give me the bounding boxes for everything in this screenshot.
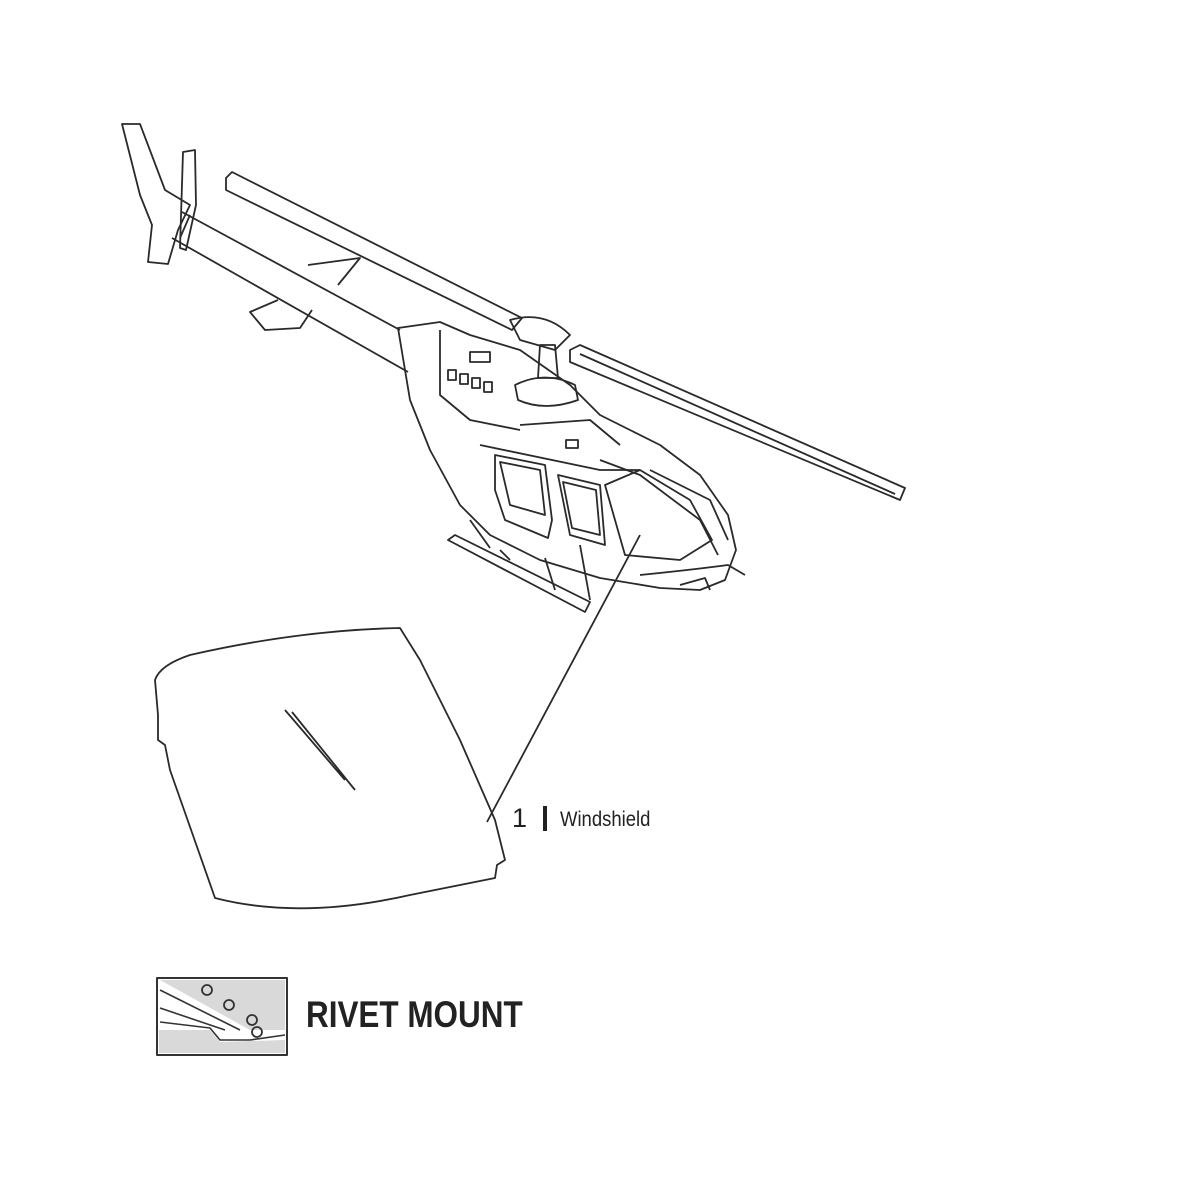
tail-boom (171, 211, 409, 373)
rivet-mount-icon (156, 977, 288, 1056)
engine-housing (509, 316, 579, 407)
callout-number: 1 (512, 803, 528, 833)
callout-divider (543, 806, 547, 831)
mount-type-label: RIVET MOUNT (306, 994, 523, 1035)
tail-fin (121, 123, 197, 265)
main-rotor-blade-front (569, 344, 906, 501)
callout-leader-line (486, 534, 641, 823)
nose (639, 564, 746, 591)
horizontal-stabilizer (249, 257, 361, 331)
windshield-part (154, 627, 506, 910)
main-rotor-blade-rear (225, 171, 523, 331)
fuselage (397, 321, 737, 591)
landing-skids (447, 519, 591, 613)
cabin-doors (494, 454, 606, 546)
part-name-label: Windshield (560, 808, 651, 831)
cabin-windows (447, 351, 579, 449)
windshield-on-helicopter (604, 469, 729, 561)
